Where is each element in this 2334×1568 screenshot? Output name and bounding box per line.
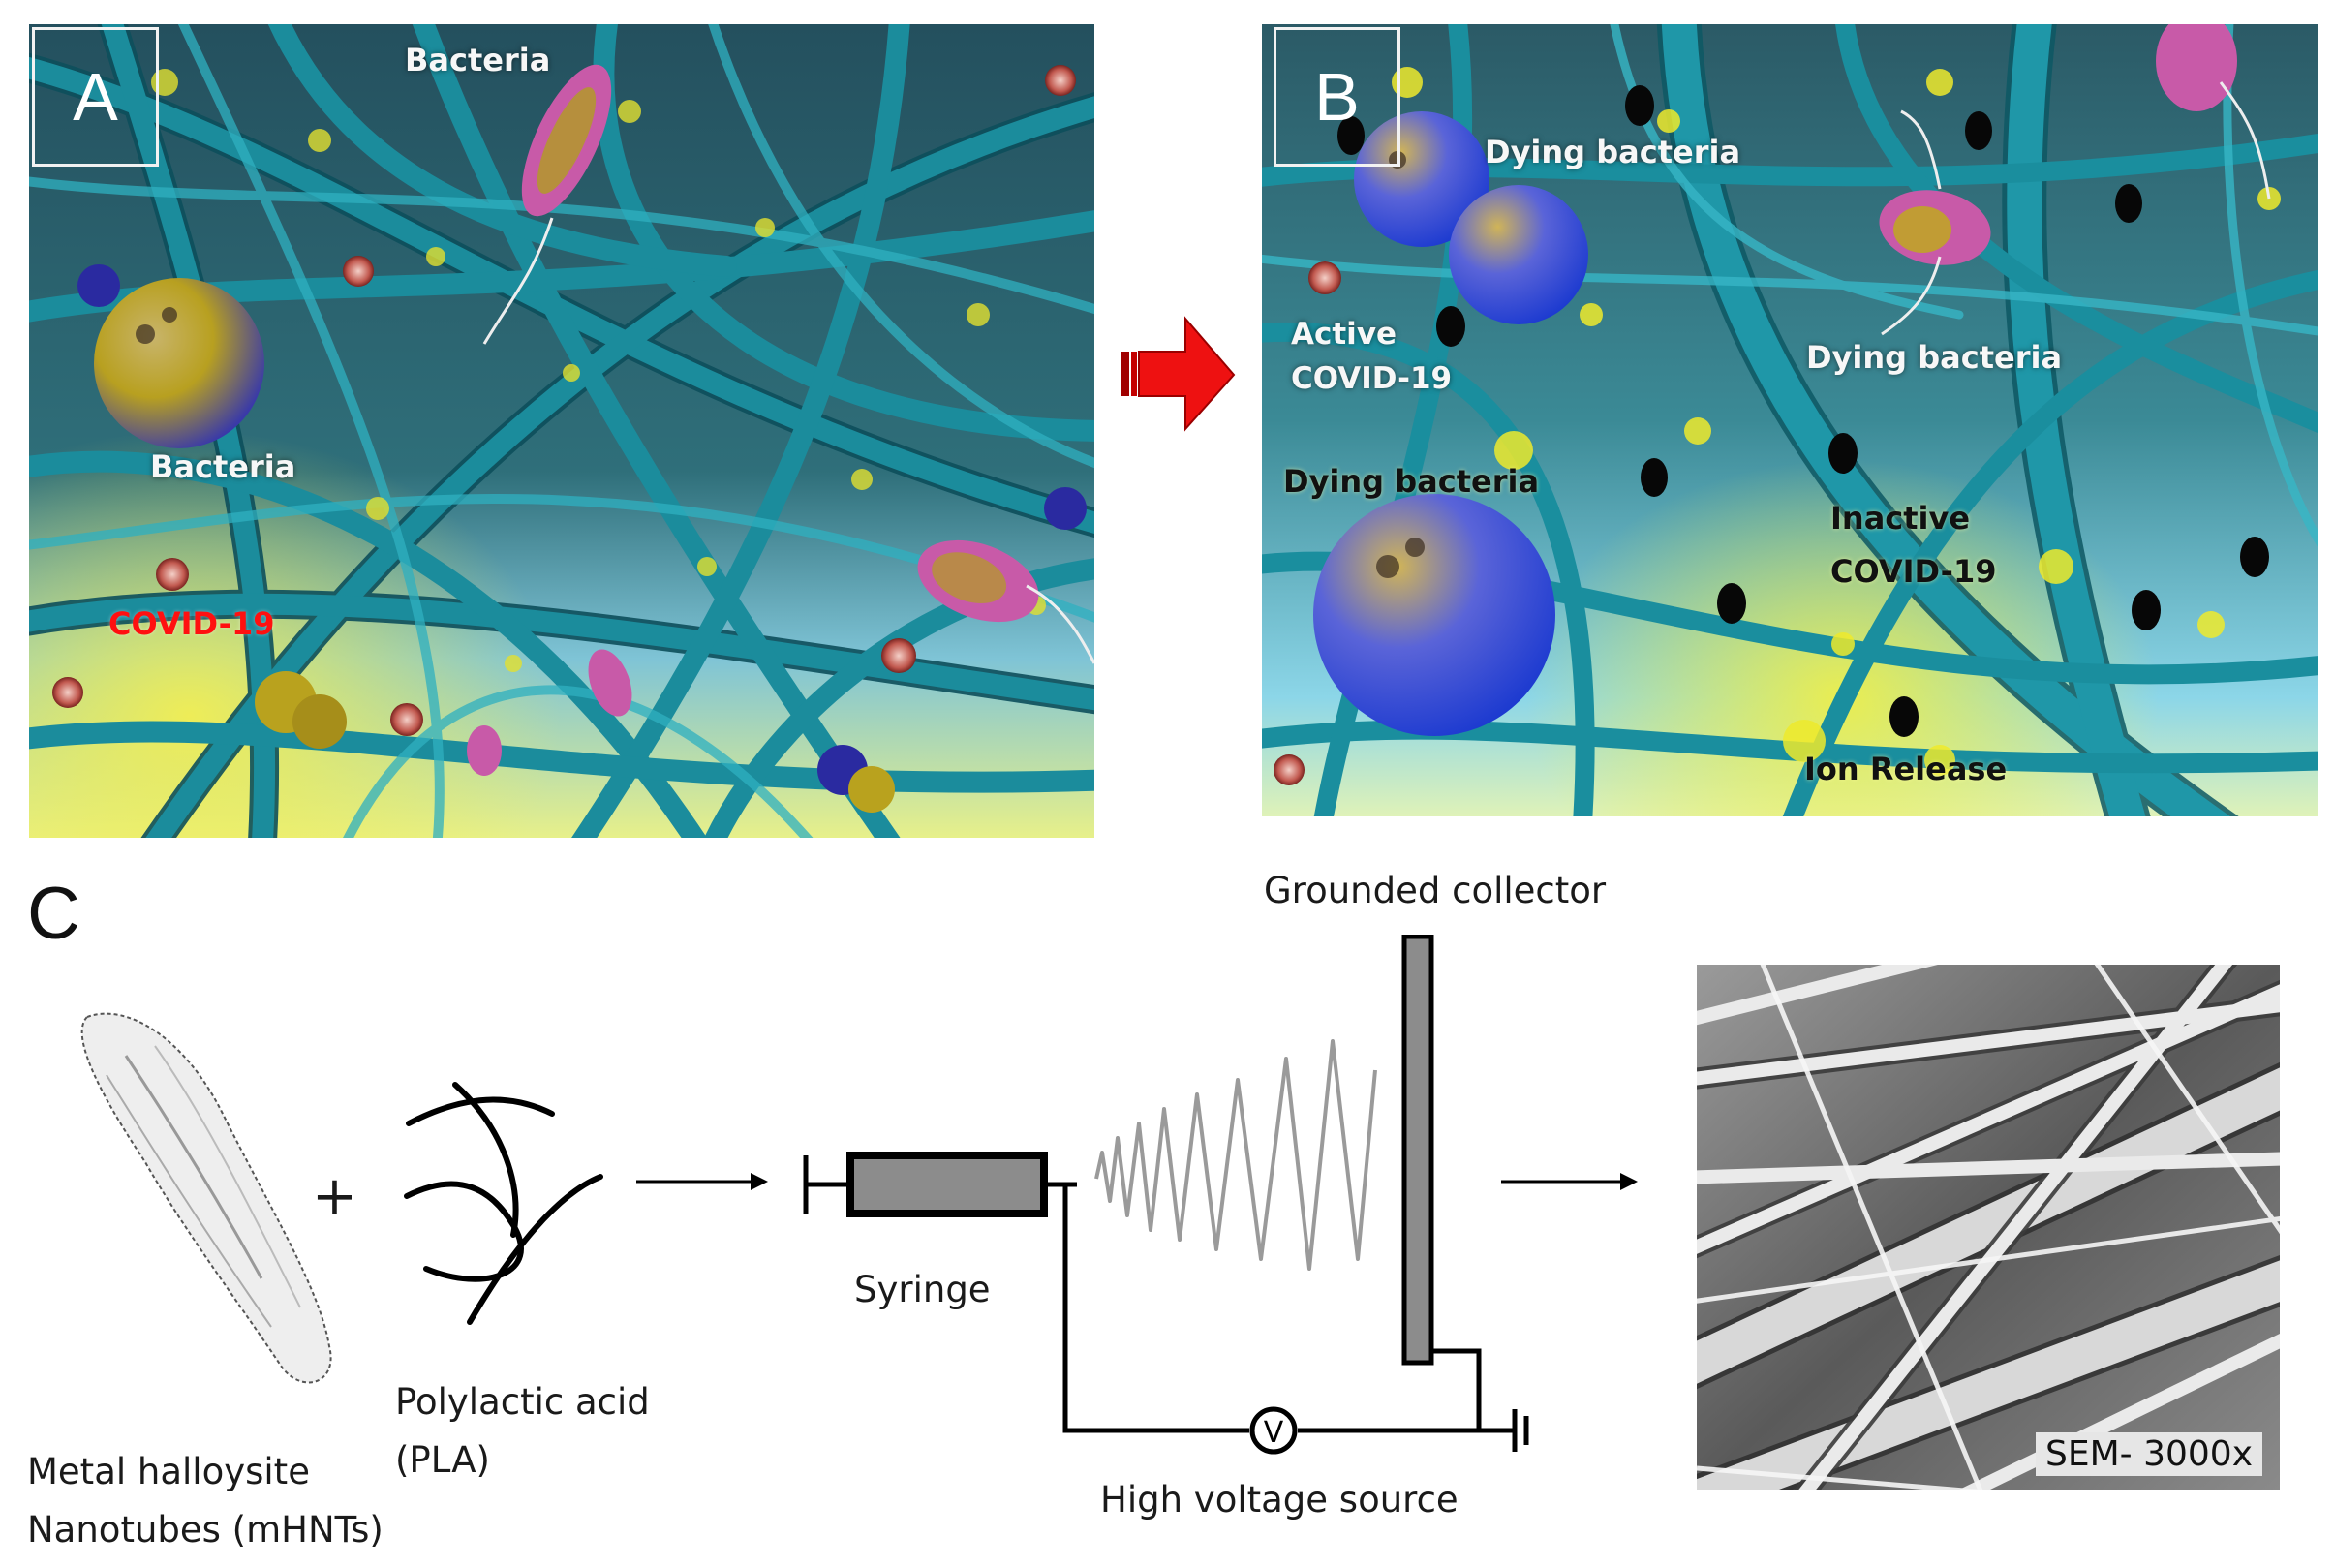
ion-particles: [1337, 85, 2269, 737]
rod-bacteria: [467, 64, 1094, 776]
red-right-arrow-icon: [1121, 316, 1236, 432]
panel-a-scene: [29, 24, 1094, 838]
polylactic-acid-label: Polylactic acid (PLA): [395, 1381, 650, 1481]
dying-bacteria-label-right: Dying bacteria: [1806, 339, 2063, 376]
active-covid-label: Active COVID-19: [1291, 317, 1453, 396]
black-right-arrow-icon: [1501, 1173, 1638, 1190]
covid-particles-b: [1274, 261, 1341, 785]
covid-particles-a: [52, 65, 1076, 736]
sem-magnification-label: SEM- 3000x: [2035, 1432, 2262, 1476]
bacteria-cluster: [77, 264, 1087, 813]
panel-b: B Dying bacteria Dying bacteria Dying ba…: [1262, 24, 2318, 816]
electrospinning-apparatus: V: [803, 935, 1529, 1455]
bacteria-label-left: Bacteria: [150, 448, 296, 485]
bacteria-sphere: [94, 278, 264, 448]
voltmeter-symbol: V: [1264, 1416, 1284, 1450]
sem-fiber-texture: [1697, 965, 2280, 1490]
dying-bacteria-label-top: Dying bacteria: [1485, 134, 1741, 170]
dying-bacteria-label-left: Dying bacteria: [1283, 463, 1540, 500]
ion-release-label: Ion Release: [1804, 751, 2008, 787]
panel-b-tag: B: [1274, 27, 1400, 167]
plus-sign: +: [312, 1165, 357, 1228]
sem-micrograph: SEM- 3000x: [1697, 965, 2280, 1490]
high-voltage-source-label: High voltage source: [1100, 1479, 1459, 1521]
covid-label: COVID-19: [108, 605, 275, 642]
panel-b-letter: B: [1314, 59, 1360, 135]
panel-a-tag: A: [32, 27, 159, 167]
grounded-collector-label: Grounded collector: [1264, 870, 1607, 911]
metal-halloysite-label: Metal halloysite Nanotubes (mHNTs): [27, 1451, 384, 1551]
dying-rod-bacteria: [1879, 24, 2271, 336]
fiber-jet: [1094, 1039, 1377, 1271]
grounded-collector-plate: [1401, 935, 1434, 1366]
voltmeter-icon: V: [1249, 1406, 1298, 1455]
syringe-label: Syringe: [854, 1269, 991, 1310]
panel-b-scene: [1262, 24, 2318, 816]
halloysite-nanotube-illustration: [80, 1012, 332, 1384]
black-right-arrow-icon: [636, 1173, 768, 1190]
panel-a-letter: A: [73, 59, 118, 135]
panel-a: A Bacteria Bacteria COVID-19: [29, 24, 1094, 838]
dying-bacteria-spheres: [1313, 111, 1588, 736]
syringe-body: [846, 1152, 1048, 1217]
ground-symbol-icon: [1512, 1409, 1529, 1452]
panel-c-tag: C: [27, 873, 80, 955]
pla-polymer-illustration: [404, 1082, 603, 1325]
circuit-wire-left: [1062, 1184, 1249, 1433]
bacteria-label-top: Bacteria: [405, 42, 551, 78]
inactive-covid-label: Inactive COVID-19: [1830, 500, 1997, 590]
